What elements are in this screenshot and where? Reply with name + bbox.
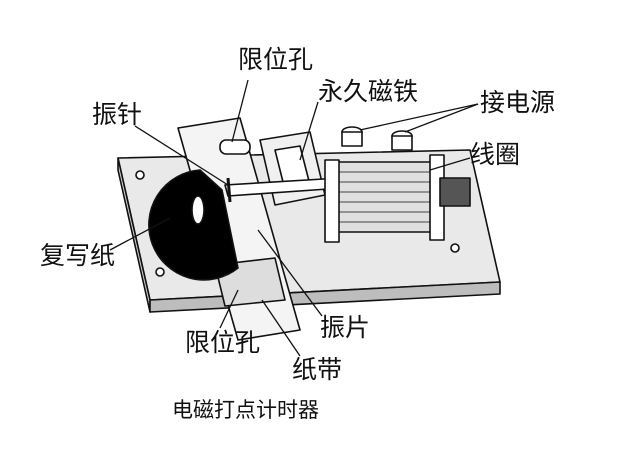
label-paper-tape: 纸带 (292, 355, 343, 384)
coil (334, 161, 441, 233)
carbon-paper-disk (148, 169, 239, 281)
label-limit-hole-top: 限位孔 (238, 45, 314, 74)
screw (155, 267, 165, 277)
carbon-paper-slot (191, 195, 205, 225)
coil-windings (335, 171, 440, 223)
screw (450, 243, 460, 253)
label-carbon-paper: 复写纸 (40, 241, 116, 270)
adjustment-knob (439, 177, 471, 207)
limit-hole-top (219, 139, 251, 155)
label-vibration-needle: 振针 (92, 100, 143, 129)
figure-caption: 电磁打点计时器 (172, 398, 319, 422)
label-limit-hole-bottom: 限位孔 (185, 328, 261, 357)
leader-lines (109, 79, 479, 357)
terminal-1-post (341, 131, 363, 147)
terminal-2-post (391, 135, 413, 151)
screw (135, 170, 145, 180)
coil-bracket-left (324, 159, 340, 243)
label-vibrating-plate: 振片 (320, 313, 371, 342)
label-power-connection: 接电源 (480, 88, 556, 117)
label-coil: 线圈 (470, 140, 521, 169)
label-permanent-magnet: 永久磁铁 (318, 77, 419, 106)
vibration-needle (226, 177, 232, 203)
